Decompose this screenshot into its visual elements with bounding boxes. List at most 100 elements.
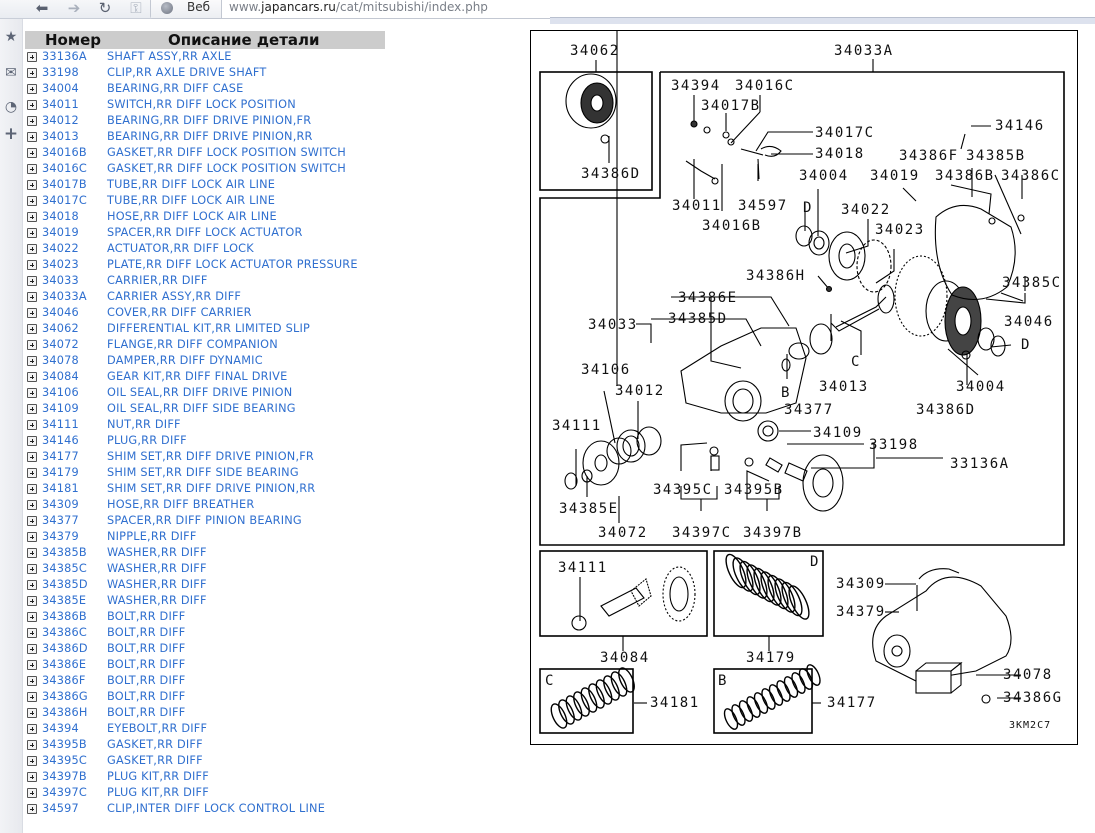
part-number-link[interactable]: 34146 — [42, 434, 79, 447]
expand-plus-icon[interactable] — [27, 132, 37, 142]
callout-34078[interactable]: 34078 — [1003, 667, 1053, 683]
expand-plus-icon[interactable] — [27, 148, 37, 158]
callout-34309[interactable]: 34309 — [836, 576, 886, 592]
callout-34181[interactable]: 34181 — [650, 695, 700, 711]
part-number-link[interactable]: 34011 — [42, 98, 79, 111]
key-button[interactable]: ⚿ — [124, 0, 148, 17]
expand-plus-icon[interactable] — [27, 788, 37, 798]
part-number-link[interactable]: 34395C — [42, 754, 88, 767]
callout-34597[interactable]: 34597 — [738, 198, 788, 214]
part-number-link[interactable]: 34397B — [42, 770, 87, 783]
part-description-link[interactable]: DAMPER,RR DIFF DYNAMIC — [107, 354, 263, 367]
callout-34033a[interactable]: 34033A — [834, 43, 894, 59]
expand-plus-icon[interactable] — [27, 484, 37, 494]
part-number-link[interactable]: 34084 — [42, 370, 79, 383]
part-number-link[interactable]: 34012 — [42, 114, 79, 127]
reload-button[interactable]: ↻ — [93, 0, 117, 17]
expand-plus-icon[interactable] — [27, 660, 37, 670]
part-description-link[interactable]: BOLT,RR DIFF — [107, 690, 186, 703]
part-number-link[interactable]: 34016B — [42, 146, 87, 159]
part-row[interactable]: 34386G BOLT,RR DIFF — [27, 689, 387, 705]
part-description-link[interactable]: PLUG,RR DIFF — [107, 434, 187, 447]
part-number-link[interactable]: 34017C — [42, 194, 88, 207]
callout-33136a[interactable]: 33136A — [950, 456, 1010, 472]
callout-34386f[interactable]: 34386F — [899, 148, 959, 164]
part-number-link[interactable]: 34386G — [42, 690, 88, 703]
callout-34385b[interactable]: 34385B — [966, 148, 1026, 164]
part-number-link[interactable]: 34385D — [42, 578, 88, 591]
callout-33198[interactable]: 33198 — [869, 437, 919, 453]
part-description-link[interactable]: BOLT,RR DIFF — [107, 610, 186, 623]
part-number-link[interactable]: 34386D — [42, 642, 88, 655]
expand-plus-icon[interactable] — [27, 532, 37, 542]
part-description-link[interactable]: GASKET,RR DIFF — [107, 738, 203, 751]
expand-plus-icon[interactable] — [27, 324, 37, 334]
part-number-link[interactable]: 34022 — [42, 242, 79, 255]
expand-plus-icon[interactable] — [27, 196, 37, 206]
part-description-link[interactable]: GEAR KIT,RR DIFF FINAL DRIVE — [107, 370, 288, 383]
part-number-link[interactable]: 34177 — [42, 450, 79, 463]
part-number-link[interactable]: 34385C — [42, 562, 88, 575]
callout-34386h[interactable]: 34386H — [746, 268, 806, 284]
callout-34016c[interactable]: 34016C — [735, 78, 795, 94]
part-number-link[interactable]: 34033 — [42, 274, 79, 287]
expand-plus-icon[interactable] — [27, 676, 37, 686]
url-text[interactable]: www.japancars.ru/cat/mitsubishi/index.ph… — [229, 0, 488, 14]
part-description-link[interactable]: BEARING,RR DIFF DRIVE PINION,FR — [107, 114, 312, 127]
part-row[interactable]: 34012 BEARING,RR DIFF DRIVE PINION,FR — [27, 113, 387, 129]
expand-plus-icon[interactable] — [27, 452, 37, 462]
part-number-link[interactable]: 34023 — [42, 258, 79, 271]
part-number-link[interactable]: 34046 — [42, 306, 79, 319]
part-description-link[interactable]: PLATE,RR DIFF LOCK ACTUATOR PRESSURE — [107, 258, 358, 271]
expand-plus-icon[interactable] — [27, 740, 37, 750]
part-description-link[interactable]: WASHER,RR DIFF — [107, 578, 207, 591]
callout-34386g[interactable]: 34386G — [1003, 690, 1063, 706]
part-number-link[interactable]: 34397C — [42, 786, 88, 799]
callout-34385e[interactable]: 34385E — [559, 501, 619, 517]
part-description-link[interactable]: SHIM SET,RR DIFF SIDE BEARING — [107, 466, 299, 479]
callout-34016b[interactable]: 34016B — [702, 218, 762, 234]
expand-plus-icon[interactable] — [27, 420, 37, 430]
callout-34386d[interactable]: 34386D — [916, 402, 976, 418]
part-row[interactable]: 34395C GASKET,RR DIFF — [27, 753, 387, 769]
expand-plus-icon[interactable] — [27, 260, 37, 270]
part-row[interactable]: 34146 PLUG,RR DIFF — [27, 433, 387, 449]
address-bar[interactable]: Веб www.japancars.ru/cat/mitsubishi/inde… — [150, 0, 1095, 19]
part-description-link[interactable]: SPACER,RR DIFF LOCK ACTUATOR — [107, 226, 303, 239]
part-description-link[interactable]: SWITCH,RR DIFF LOCK POSITION — [107, 98, 296, 111]
part-description-link[interactable]: GASKET,RR DIFF — [107, 754, 203, 767]
callout-34386b[interactable]: 34386B — [935, 168, 995, 184]
part-description-link[interactable]: PLUG KIT,RR DIFF — [107, 770, 209, 783]
expand-plus-icon[interactable] — [27, 628, 37, 638]
expand-plus-icon[interactable] — [27, 564, 37, 574]
callout-34011[interactable]: 34011 — [672, 198, 722, 214]
expand-plus-icon[interactable] — [27, 100, 37, 110]
callout-34179[interactable]: 34179 — [746, 650, 796, 666]
callout-34046[interactable]: 34046 — [1004, 314, 1054, 330]
part-number-link[interactable]: 34016C — [42, 162, 88, 175]
callout-34084[interactable]: 34084 — [600, 650, 650, 666]
star-icon[interactable]: ★ — [4, 29, 18, 45]
callout-34379[interactable]: 34379 — [836, 604, 886, 620]
callout-34106[interactable]: 34106 — [581, 362, 631, 378]
part-description-link[interactable]: CLIP,RR AXLE DRIVE SHAFT — [107, 66, 267, 79]
